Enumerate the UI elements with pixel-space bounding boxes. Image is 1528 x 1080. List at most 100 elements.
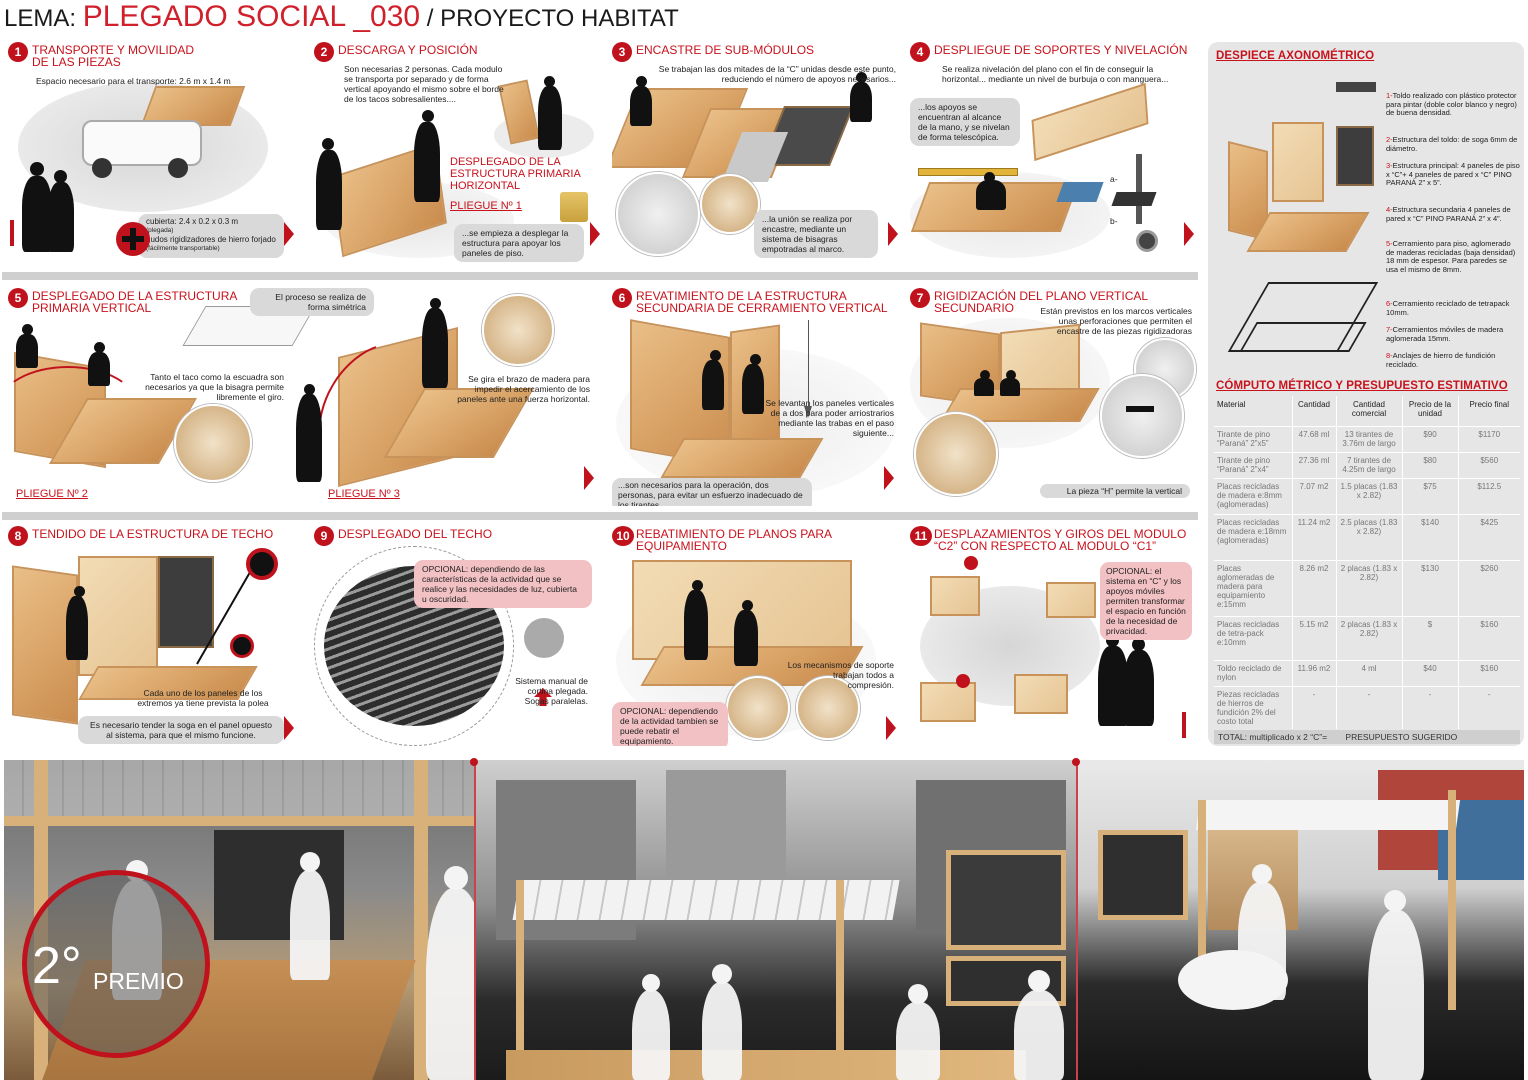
water-hose-panel	[1056, 182, 1104, 202]
person-silhouette	[908, 984, 928, 1004]
step-text: Son necesarias 2 personas. Cada modulo s…	[344, 64, 504, 104]
step-note: Es necesario tender la soga en el panel …	[78, 716, 284, 744]
wooden-post	[516, 880, 524, 1070]
total-value: PRESUPUESTO SUGERIDO	[1345, 732, 1458, 742]
step-text: cubierta: 2.4 x 0.2 x 0.3 m	[146, 217, 239, 226]
floor-panel	[660, 438, 824, 478]
axo-item-6: 6-Cerramiento reciclado de tetrapack 10m…	[1386, 299, 1520, 317]
table-cell: $	[1401, 616, 1458, 661]
person-icon	[430, 298, 441, 309]
table-cell: $1170	[1457, 426, 1520, 453]
person-icon	[22, 176, 52, 252]
render-divider	[1076, 762, 1078, 1080]
step-number-badge: 3	[612, 42, 632, 62]
person-silhouette	[1028, 970, 1050, 992]
step-text: nudos rigidizadores de hierro forjado	[146, 235, 276, 244]
module-c2	[1014, 674, 1068, 714]
person-silhouette	[300, 852, 320, 872]
table-row: Placas aglomeradas de madera para equipa…	[1214, 560, 1520, 617]
person-icon	[1124, 650, 1154, 726]
person-silhouette	[632, 990, 670, 1080]
table-cell: $40	[1401, 660, 1458, 687]
table-cell: 8.26 m2	[1291, 560, 1336, 617]
step-number-badge: 6	[612, 288, 632, 308]
person-icon	[630, 86, 652, 126]
roof-canopy	[1195, 800, 1461, 830]
step-title: TRANSPORTE Y MOVILIDAD DE LAS PIEZAS	[32, 43, 195, 69]
board-header: LEMA: PLEGADO SOCIAL _030 / PROYECTO HAB…	[4, 0, 1204, 38]
step-text: (plegada)	[146, 227, 174, 234]
person-icon	[976, 180, 1006, 210]
step-text: Se gira el brazo de madera para impedir …	[457, 374, 590, 404]
rotation-marker-icon	[964, 556, 978, 570]
table-cell: $425	[1457, 514, 1520, 561]
step-number-badge: 7	[910, 288, 930, 308]
step-title: REBATIMIENTO DE PLANOS PARA EQUIPAMIENTO	[636, 527, 832, 553]
step-title: DESCARGA Y POSICIÓN	[338, 43, 478, 57]
step-1: 1 TRANSPORTE Y MOVILIDAD DE LAS PIEZAS E…	[8, 42, 300, 264]
cover-note: cubierta: 2.4 x 0.2 x 0.3 m (plegada) nu…	[138, 214, 284, 258]
module-c1	[920, 682, 976, 722]
table-cell: $140	[1401, 514, 1458, 561]
step-text: Espacio necesario para el transporte: 2.…	[36, 76, 231, 86]
table-cell: $560	[1457, 452, 1520, 479]
step-note: La pieza “H” permite la vertical	[1040, 484, 1190, 498]
person-icon	[692, 580, 703, 591]
module-c2	[1046, 582, 1096, 618]
table-row: Placas recicladas de madera e:18mm (aglo…	[1214, 514, 1520, 561]
table-cell: Placas aglomeradas de madera para equipa…	[1214, 560, 1292, 617]
table-cell: Piezas recicladas de hierros de fundició…	[1214, 686, 1292, 729]
step-4: 4 DESPLIEGUE DE SOPORTES Y NIVELACIÓN Se…	[910, 42, 1202, 264]
right-panel: DESPIECE AXONOMÉTRICO 1-Toldo realizado …	[1208, 42, 1524, 746]
step-text: Están previstos en los marcos verticales…	[1040, 306, 1192, 336]
item-text: Cerramiento para piso, aglomerado de mad…	[1386, 239, 1516, 274]
step-10: 10 REBATIMIENTO DE PLANOS PARA EQUIPAMIE…	[612, 526, 904, 746]
h-piece-icon	[1126, 406, 1154, 412]
person-icon	[422, 110, 434, 122]
bubble-level-icon	[918, 168, 1018, 176]
table-cell: 2 placas (1.83 x 2.82)	[1335, 616, 1402, 661]
row-divider	[2, 512, 1198, 520]
person-icon	[1098, 646, 1128, 726]
step-number-badge: 10	[612, 526, 634, 546]
prize-number: 2°	[32, 937, 82, 995]
table-cell: 11.96 m2	[1291, 660, 1336, 687]
step-title: ENCASTRE DE SUB-MÓDULOS	[636, 43, 815, 57]
axo-item-5: 5-Cerramiento para piso, aglomerado de m…	[1386, 239, 1520, 274]
pulley-icon	[524, 618, 564, 658]
chalkboard-panel	[158, 556, 214, 648]
vertical-panel	[78, 556, 158, 676]
person-silhouette	[1384, 890, 1406, 912]
table-cell: Toldo reciclado de nylon	[1214, 660, 1292, 687]
column-header: Cantidad	[1291, 396, 1336, 427]
table-cell: $130	[1401, 560, 1458, 617]
table-cell: -	[1291, 686, 1336, 729]
item-text: Toldo realizado con plástico protector p…	[1386, 91, 1517, 118]
step-title: DESPLAZAMIENTOS Y GIROS DEL MODULO “C2” …	[934, 527, 1187, 553]
red-arrow-right-icon	[284, 222, 294, 246]
detail-circle	[314, 546, 514, 746]
axo-item-3: 3-Estructura principal: 4 paneles de pis…	[1386, 161, 1520, 188]
table-cell: $260	[1457, 560, 1520, 617]
axo-item-8: 8-Anclajes de hierro de fundición recicl…	[1386, 351, 1520, 369]
module-c1	[930, 576, 980, 616]
item-number: 1-	[1386, 91, 1393, 100]
red-arrow-right-icon	[884, 466, 894, 490]
hinge-icon	[560, 192, 588, 222]
table-cell: 2 placas (1.83 x 2.82)	[1335, 560, 1402, 617]
fold-label: PLIEGUE Nº 3	[328, 488, 400, 500]
table-row: Placas recicladas de tetra-pack e:10mm 5…	[1214, 616, 1520, 661]
table-cell: $90	[1401, 426, 1458, 453]
axo-item-4: 4-Estructura secundaria 4 paneles de par…	[1386, 205, 1520, 223]
red-arrow-right-icon	[584, 466, 594, 490]
fold-label: PLIEGUE Nº 2	[16, 488, 88, 500]
table-cell: $160	[1457, 660, 1520, 687]
red-marker-bar	[1182, 712, 1186, 738]
person-icon	[66, 596, 88, 660]
step-5: 5 DESPLEGADO DE LA ESTRUCTURA PRIMARIA V…	[8, 288, 608, 506]
table-cell: Tirante de pino “Paraná” 2”x5”	[1214, 426, 1292, 453]
step-number-badge: 1	[8, 42, 28, 62]
table-cell: Placas recicladas de madera e:8mm (aglom…	[1214, 478, 1292, 515]
table-cell: 5.15 m2	[1291, 616, 1336, 661]
step-text: Tanto el taco como la escuadra son neces…	[145, 372, 284, 402]
